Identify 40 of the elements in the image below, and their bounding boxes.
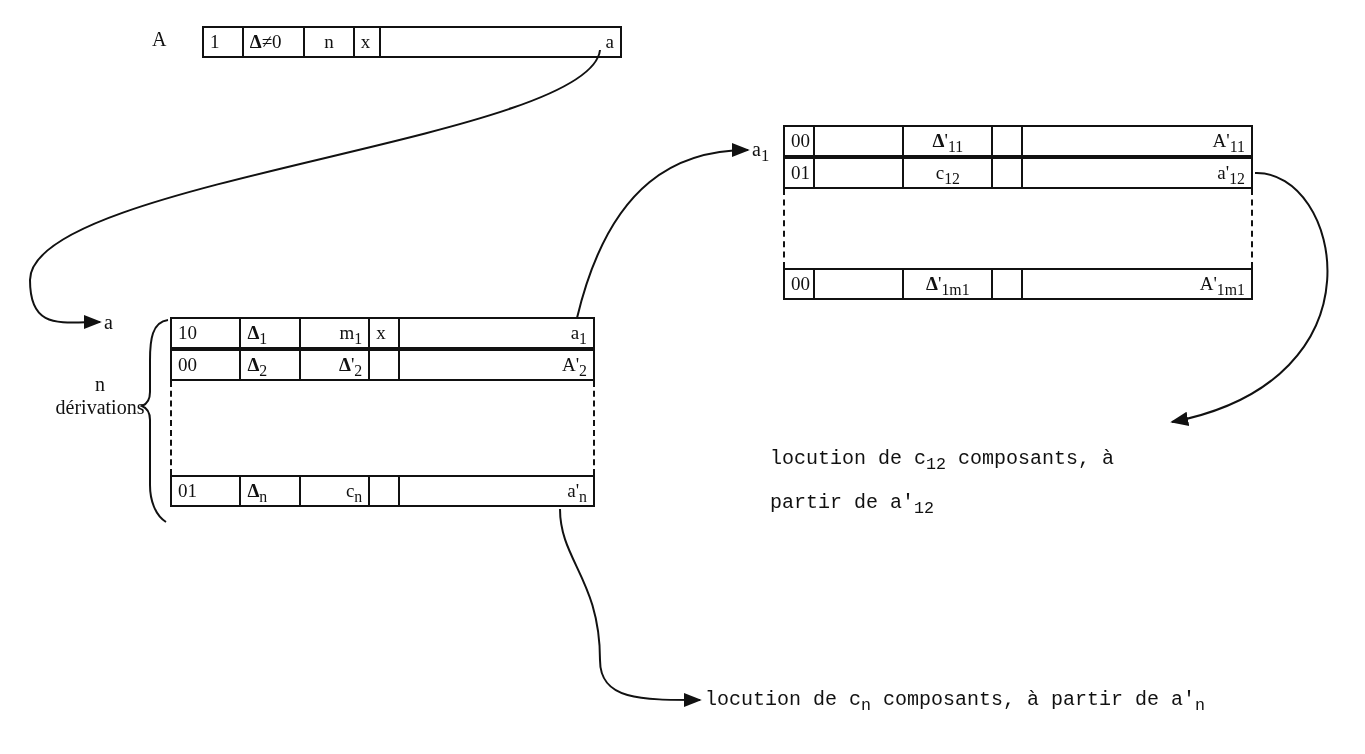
table-cell-text: a [604,30,615,54]
table-cell: 00 [785,127,815,155]
table-cell: 01 [785,159,815,187]
memory-table [170,317,595,507]
table-cell-text: A'$_{2}$ [560,353,588,379]
table-cell: Δ≠0 [243,28,306,56]
table-cell: m$_{1}$ [300,319,371,347]
pointer-label: a [104,311,113,334]
table-cell: Δ$_{1}$ [241,319,301,347]
memory-table [783,125,1253,300]
table-cell: n [305,28,355,56]
memory-table [202,26,622,58]
table-cell-text: a$_{1}$ [569,321,588,347]
note-text: locution de c$_{12}$ composants, à partir de a'$_{12}$ [770,440,1160,528]
table-cell-text: a'$_{12}$ [1216,161,1246,187]
table-cell: 00 [172,351,242,379]
pointer-label: A [152,28,167,51]
arrow [29,49,601,330]
table-cell: 01 [172,477,242,505]
arrow [559,508,702,708]
table-cell: c$_{12}$ [904,159,994,187]
table-cell: 00 [785,270,815,298]
table-cell: Δ'$_{2}$ [300,351,371,379]
pointer-label: n dérivations [54,373,146,419]
table-cell: c$_{n}$ [300,477,371,505]
table-cell: Δ$_{n}$ [241,477,301,505]
table-cell: x [370,319,401,347]
table-cell: Δ'$_{1m1}$ [904,270,994,298]
table-cell: Δ'$_{11}$ [904,127,994,155]
arrow [576,143,750,319]
pointer-label: a$_{1}$ [752,138,770,166]
note-text: locution de c$_{n}$ composants, à partir de a'$_{n}$ [705,688,1206,715]
table-cell: x [354,28,381,56]
arrow [1170,172,1329,425]
table-cell-text: A'$_{1m1}$ [1198,272,1246,298]
table-cell: Δ$_{2}$ [241,351,301,379]
table-cell-text: A'$_{11}$ [1211,129,1246,155]
table-cell: 1 [204,28,244,56]
table-cell: 10 [172,319,242,347]
table-cell-text: a'$_{n}$ [566,479,588,505]
